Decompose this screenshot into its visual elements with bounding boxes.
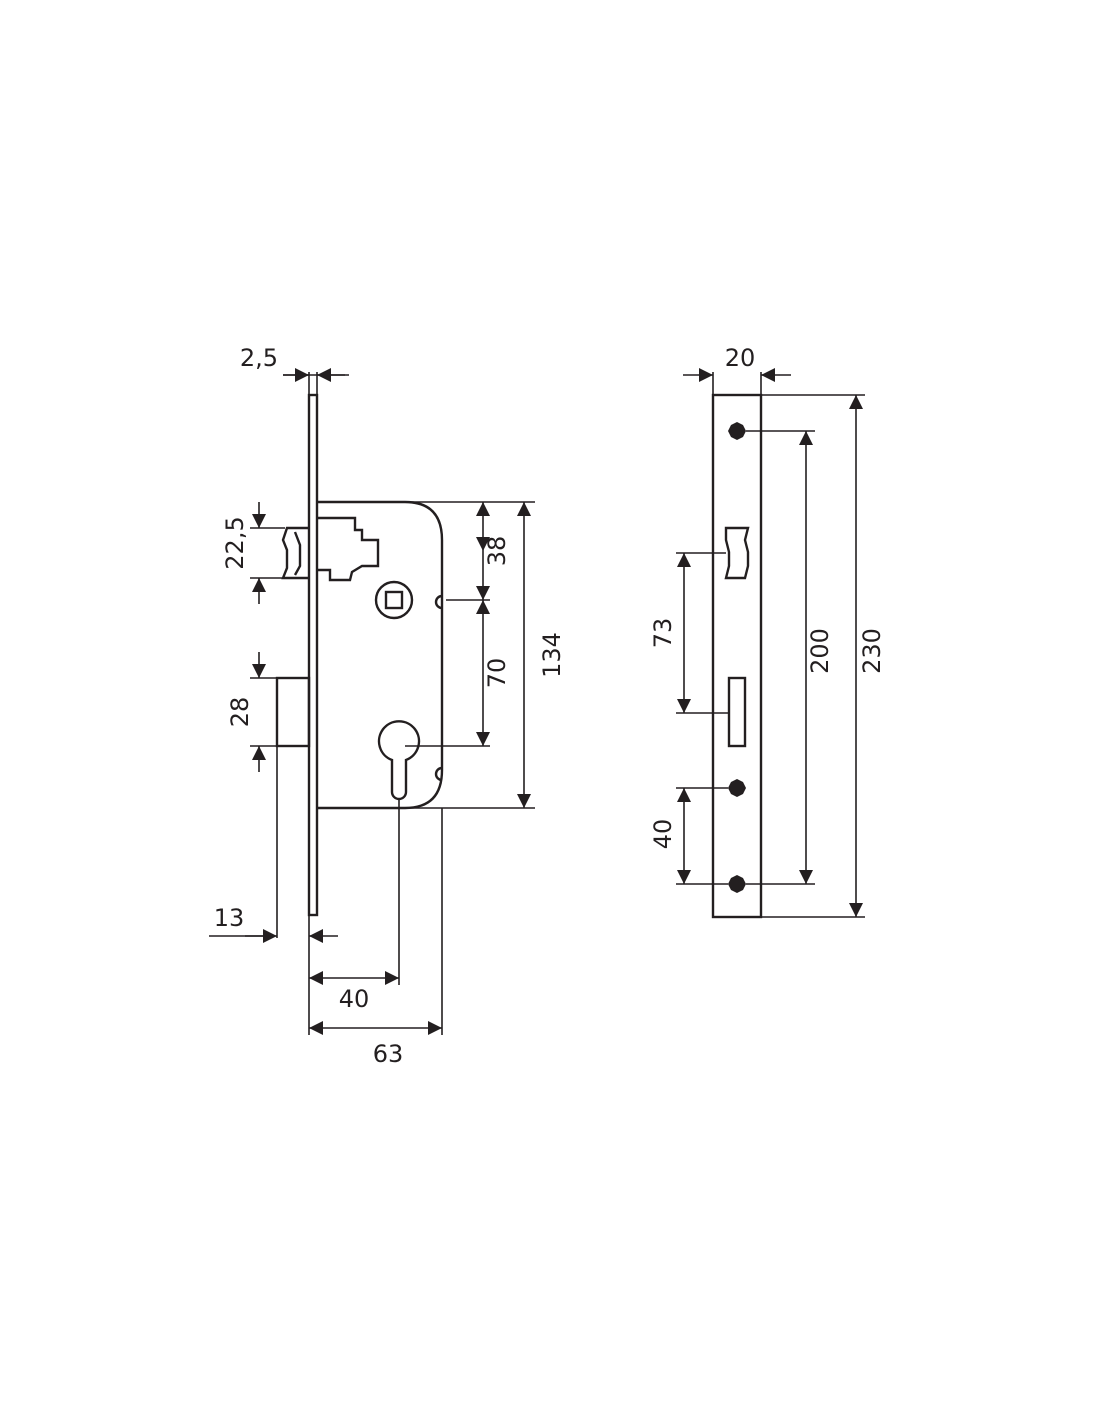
dim-case-depth: 63 bbox=[373, 1040, 404, 1068]
dim-latch-height: 22,5 bbox=[221, 516, 249, 569]
dim-faceplate-thickness: 2,5 bbox=[240, 344, 278, 372]
bolt-slot bbox=[727, 676, 747, 748]
front-faceplate bbox=[711, 393, 763, 919]
front-extension-lines bbox=[676, 372, 865, 918]
side-view: 2,5 22,5 38 70 134 28 13 40 63 bbox=[209, 344, 566, 1068]
screw-hole-middle bbox=[728, 779, 746, 797]
latch bbox=[281, 516, 380, 582]
latch-opening bbox=[724, 526, 750, 580]
dim-bolt-projection: 13 bbox=[214, 904, 245, 932]
deadbolt bbox=[275, 676, 311, 748]
dim-lower-holes-spacing: 40 bbox=[649, 819, 677, 850]
dim-case-height: 134 bbox=[538, 632, 566, 678]
front-view: 20 73 200 230 40 bbox=[649, 344, 886, 919]
front-dimension-lines bbox=[677, 368, 863, 917]
lock-case bbox=[317, 500, 444, 810]
dim-spindle-to-cylinder: 70 bbox=[483, 658, 511, 689]
dim-backset: 40 bbox=[339, 985, 370, 1013]
cylinder-cutout bbox=[377, 720, 443, 801]
dim-faceplate-length: 230 bbox=[858, 628, 886, 674]
side-dimension-lines bbox=[245, 368, 531, 1035]
spindle-hub bbox=[374, 580, 443, 620]
dim-screw-hole-spacing: 200 bbox=[806, 628, 834, 674]
screw-hole-bottom bbox=[728, 875, 746, 893]
dim-faceplate-width: 20 bbox=[725, 344, 756, 372]
screw-hole-top bbox=[728, 422, 746, 440]
dim-latch-to-bolt: 73 bbox=[649, 618, 677, 649]
dim-top-to-spindle: 38 bbox=[483, 536, 511, 567]
side-faceplate bbox=[307, 393, 319, 917]
dim-bolt-height: 28 bbox=[226, 697, 254, 728]
